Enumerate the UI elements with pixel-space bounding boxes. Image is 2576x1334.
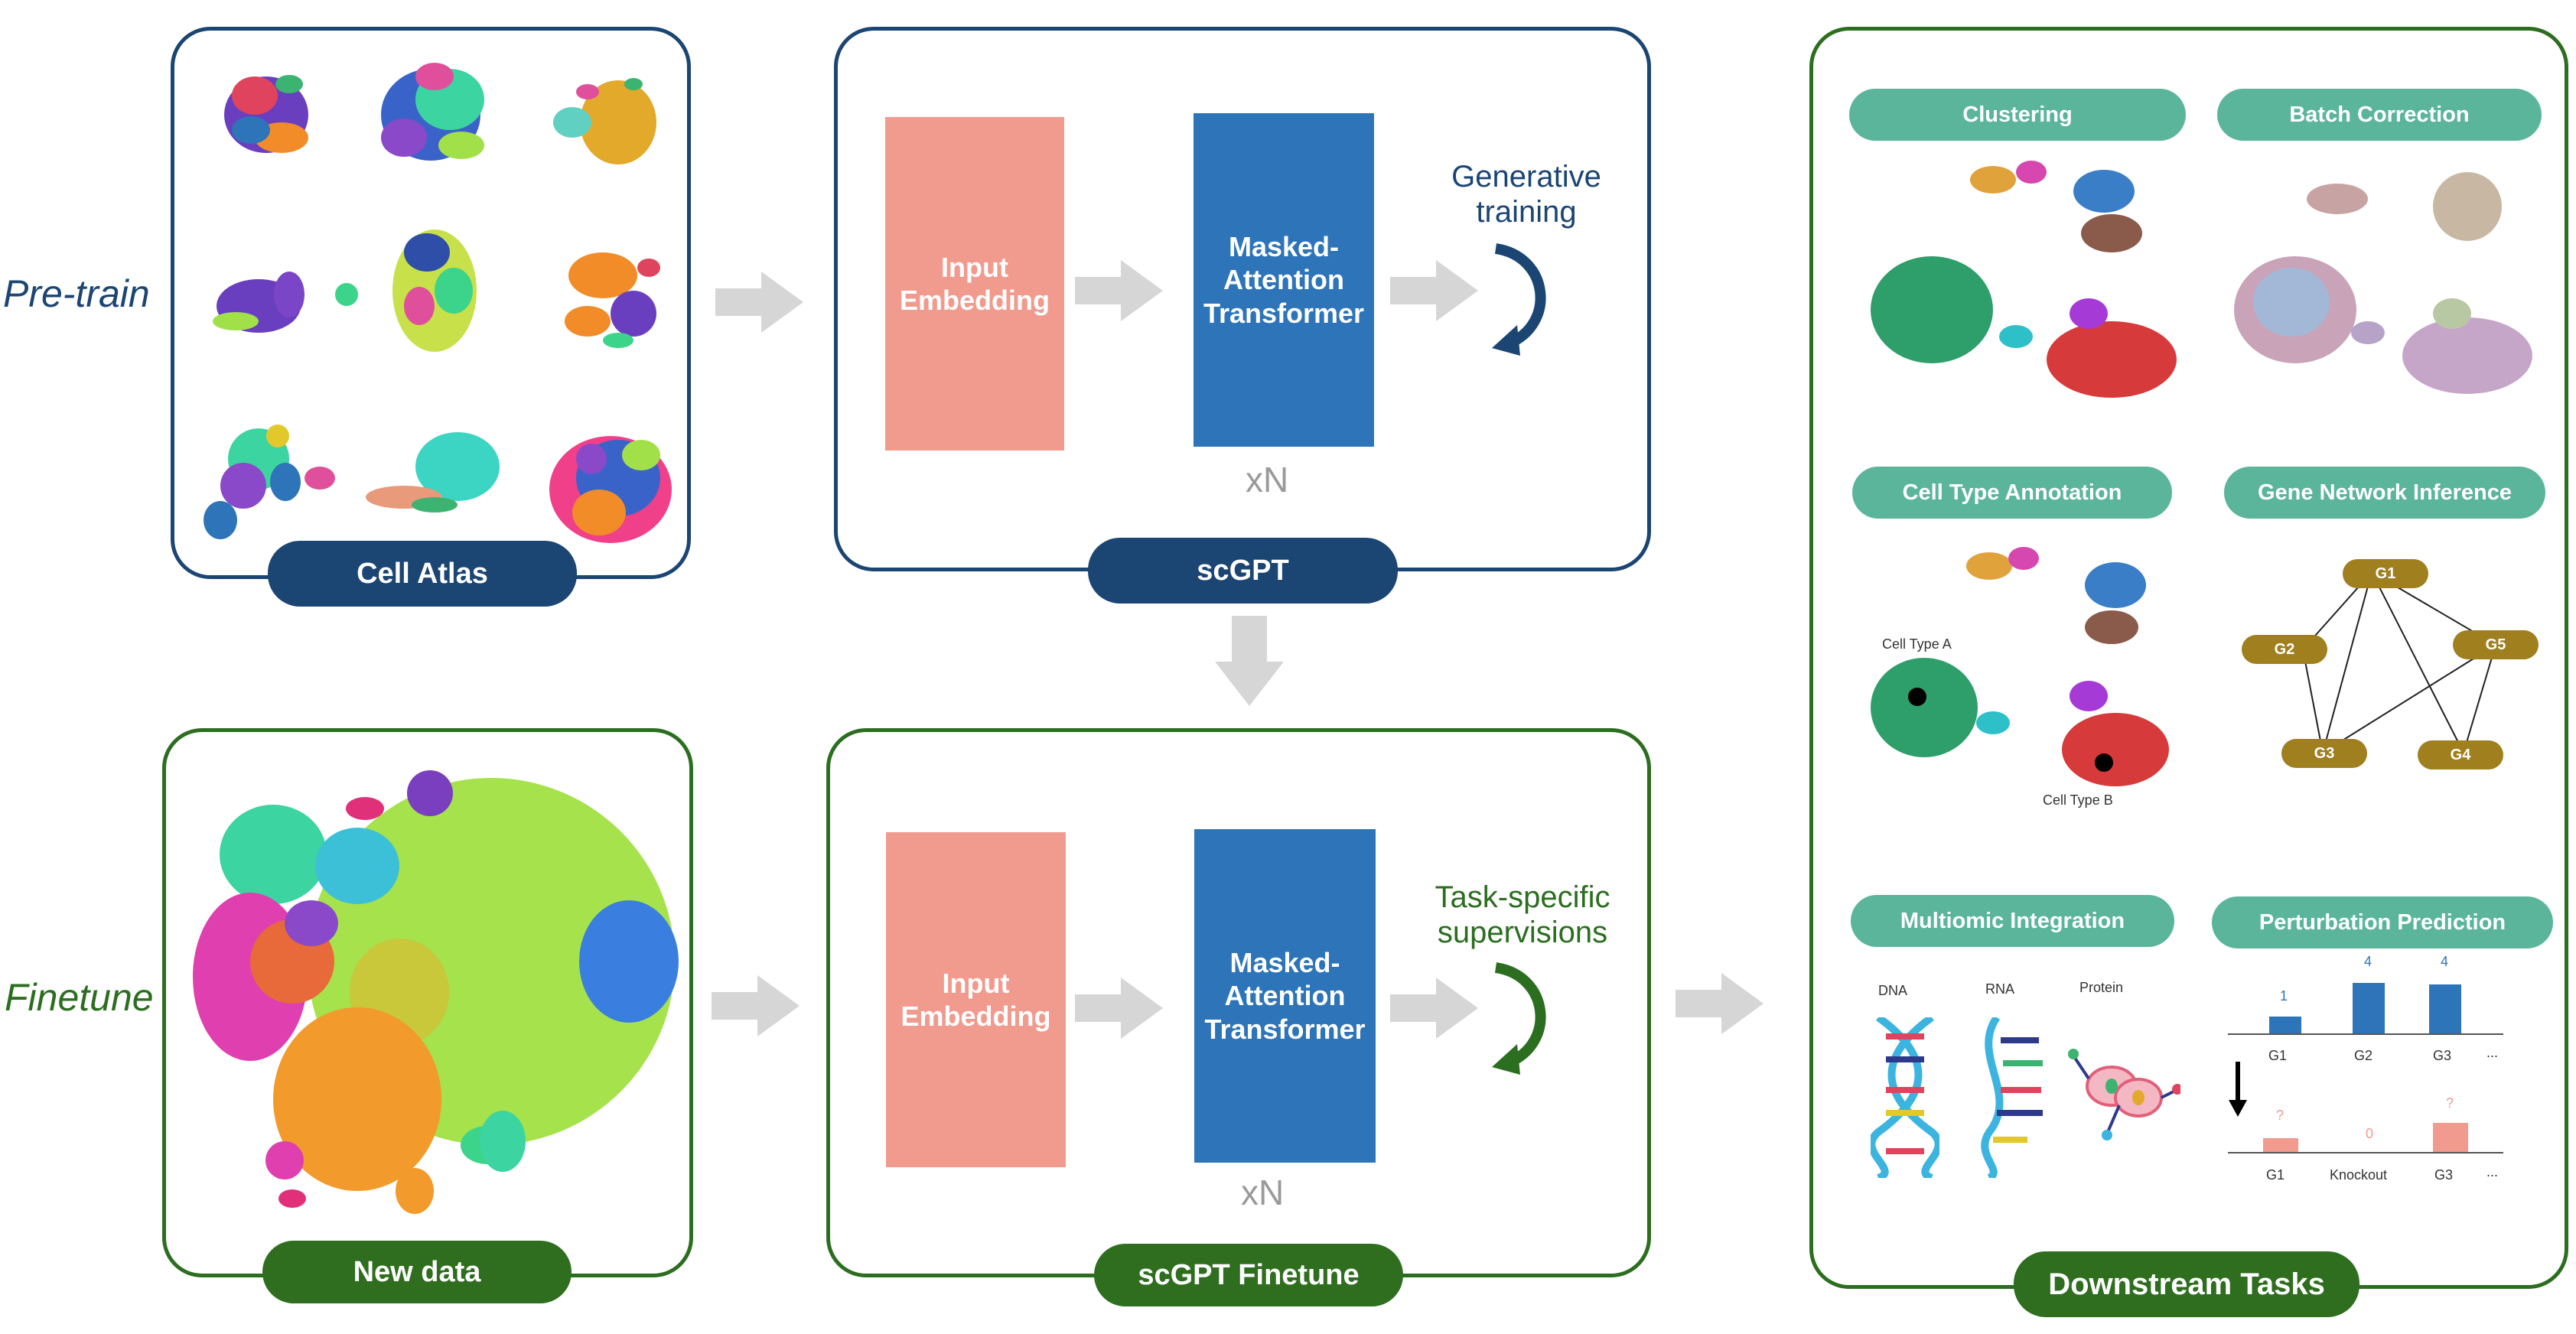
protein-label: Protein bbox=[2079, 980, 2124, 995]
task-cell-type-annotation: Cell Type Annotation bbox=[1852, 467, 2172, 519]
arrow-scgpt-to-finetune bbox=[1215, 616, 1284, 706]
bottom-axis-line bbox=[2228, 1152, 2503, 1153]
clustering-umap bbox=[1871, 161, 2177, 398]
top-bar-g3 bbox=[2429, 984, 2461, 1033]
cell-atlas-umap-grid bbox=[204, 63, 672, 543]
downstream-tasks-label: Downstream Tasks bbox=[2014, 1251, 2359, 1317]
arrow-finetune-to-downstream bbox=[1676, 973, 1763, 1034]
arrow-scgpt-embed-to-transformer bbox=[1075, 260, 1163, 321]
scgpt-repeat-label: xN bbox=[1246, 460, 1289, 499]
atlas-umap-3 bbox=[553, 78, 656, 164]
cell-type-annotation-umap bbox=[1871, 547, 2169, 786]
top-cat-g3: G3 bbox=[2433, 1048, 2452, 1063]
down-arrow-icon bbox=[2229, 1062, 2247, 1117]
finetune-repeat-label: xN bbox=[1241, 1173, 1285, 1212]
gene-node-g3: G3 bbox=[2281, 739, 2367, 768]
dna-label: DNA bbox=[1878, 983, 1908, 998]
finetune-transformer: Masked- Attention Transformer bbox=[1194, 829, 1376, 1163]
atlas-umap-2 bbox=[381, 63, 484, 161]
downstream-tasks-panel bbox=[1809, 27, 2568, 1289]
bottom-cat-knockout: Knockout bbox=[2330, 1167, 2388, 1183]
scgpt-input-embedding: Input Embedding bbox=[885, 117, 1064, 451]
arrow-scgpt-transformer-to-objective bbox=[1390, 260, 1478, 321]
atlas-umap-1 bbox=[224, 75, 308, 153]
dna-icon bbox=[1871, 1017, 1939, 1178]
arrow-finetune-embed-to-transformer bbox=[1075, 978, 1163, 1039]
new-data-label: New data bbox=[262, 1241, 572, 1303]
bottom-cat-g3: G3 bbox=[2434, 1167, 2454, 1183]
gene-node-g4: G4 bbox=[2418, 740, 2503, 769]
bottom-cat-g1: G1 bbox=[2266, 1167, 2285, 1183]
atlas-umap-9 bbox=[549, 436, 672, 543]
scgpt-transformer: Masked- Attention Transformer bbox=[1194, 113, 1374, 447]
finetune-row-label: Finetune bbox=[5, 976, 154, 1019]
scgpt-label: scGPT bbox=[1088, 538, 1398, 604]
atlas-umap-8 bbox=[366, 432, 500, 512]
cell-atlas-label: Cell Atlas bbox=[268, 541, 577, 607]
top-cat-g1: G1 bbox=[2268, 1048, 2288, 1063]
cell-type-b-label: Cell Type B bbox=[2043, 792, 2113, 808]
task-clustering: Clustering bbox=[1849, 89, 2186, 141]
atlas-umap-5 bbox=[392, 229, 477, 352]
new-data-panel bbox=[162, 728, 693, 1277]
gene-node-g2: G2 bbox=[2242, 635, 2327, 664]
finetune-cycle-arrow-icon bbox=[1492, 962, 1546, 1075]
bottom-value-knockout: 0 bbox=[2366, 1126, 2374, 1141]
protein-icon bbox=[2068, 1049, 2180, 1140]
task-gene-network-inference: Gene Network Inference bbox=[2224, 467, 2545, 519]
atlas-umap-4 bbox=[213, 272, 358, 333]
arrow-atlas-to-scgpt bbox=[715, 272, 803, 333]
bottom-bar-g3 bbox=[2433, 1123, 2468, 1152]
cell-type-b-marker bbox=[2095, 753, 2113, 772]
scgpt-finetune-label: scGPT Finetune bbox=[1094, 1244, 1403, 1306]
batch-correction-umap bbox=[2234, 172, 2532, 394]
cell-type-a-label: Cell Type A bbox=[1882, 636, 1952, 652]
task-multiomic-integration: Multiomic Integration bbox=[1851, 895, 2174, 947]
rna-label: RNA bbox=[1985, 981, 2015, 997]
cell-type-a-marker bbox=[1908, 688, 1926, 706]
atlas-umap-7 bbox=[204, 425, 335, 539]
rna-icon bbox=[1981, 1017, 2043, 1178]
pretrain-row-label: Pre-train bbox=[3, 272, 150, 315]
finetune-input-embedding: Input Embedding bbox=[886, 832, 1066, 1167]
new-data-tsne-plot bbox=[193, 770, 679, 1214]
finetune-objective-text: Task-specific supervisions bbox=[1435, 880, 1610, 949]
top-cat-more: ... bbox=[2486, 1045, 2499, 1060]
gene-node-g5: G5 bbox=[2453, 630, 2539, 659]
bottom-bar-g1 bbox=[2263, 1138, 2298, 1152]
scgpt-objective-text: Generative training bbox=[1451, 160, 1601, 229]
bottom-value-g1: ? bbox=[2276, 1108, 2285, 1123]
top-bar-g2 bbox=[2353, 983, 2385, 1033]
cell-atlas-panel bbox=[171, 27, 691, 579]
scgpt-cycle-arrow-icon bbox=[1492, 243, 1546, 356]
task-batch-correction: Batch Correction bbox=[2217, 89, 2542, 141]
top-axis-line bbox=[2228, 1033, 2503, 1035]
atlas-umap-6 bbox=[565, 252, 660, 348]
gene-node-g1: G1 bbox=[2343, 559, 2428, 588]
top-cat-g2: G2 bbox=[2354, 1048, 2373, 1063]
task-perturbation-prediction: Perturbation Prediction bbox=[2212, 896, 2553, 948]
bottom-value-g3: ? bbox=[2446, 1095, 2454, 1111]
top-value-g3: 4 bbox=[2441, 954, 2449, 969]
top-value-g1: 1 bbox=[2280, 988, 2288, 1004]
arrow-newdata-to-finetune bbox=[712, 975, 800, 1036]
top-value-g2: 4 bbox=[2364, 954, 2372, 969]
bottom-cat-more: ... bbox=[2486, 1164, 2499, 1179]
arrow-finetune-transformer-to-objective bbox=[1390, 978, 1478, 1039]
top-bar-g1 bbox=[2269, 1017, 2301, 1033]
